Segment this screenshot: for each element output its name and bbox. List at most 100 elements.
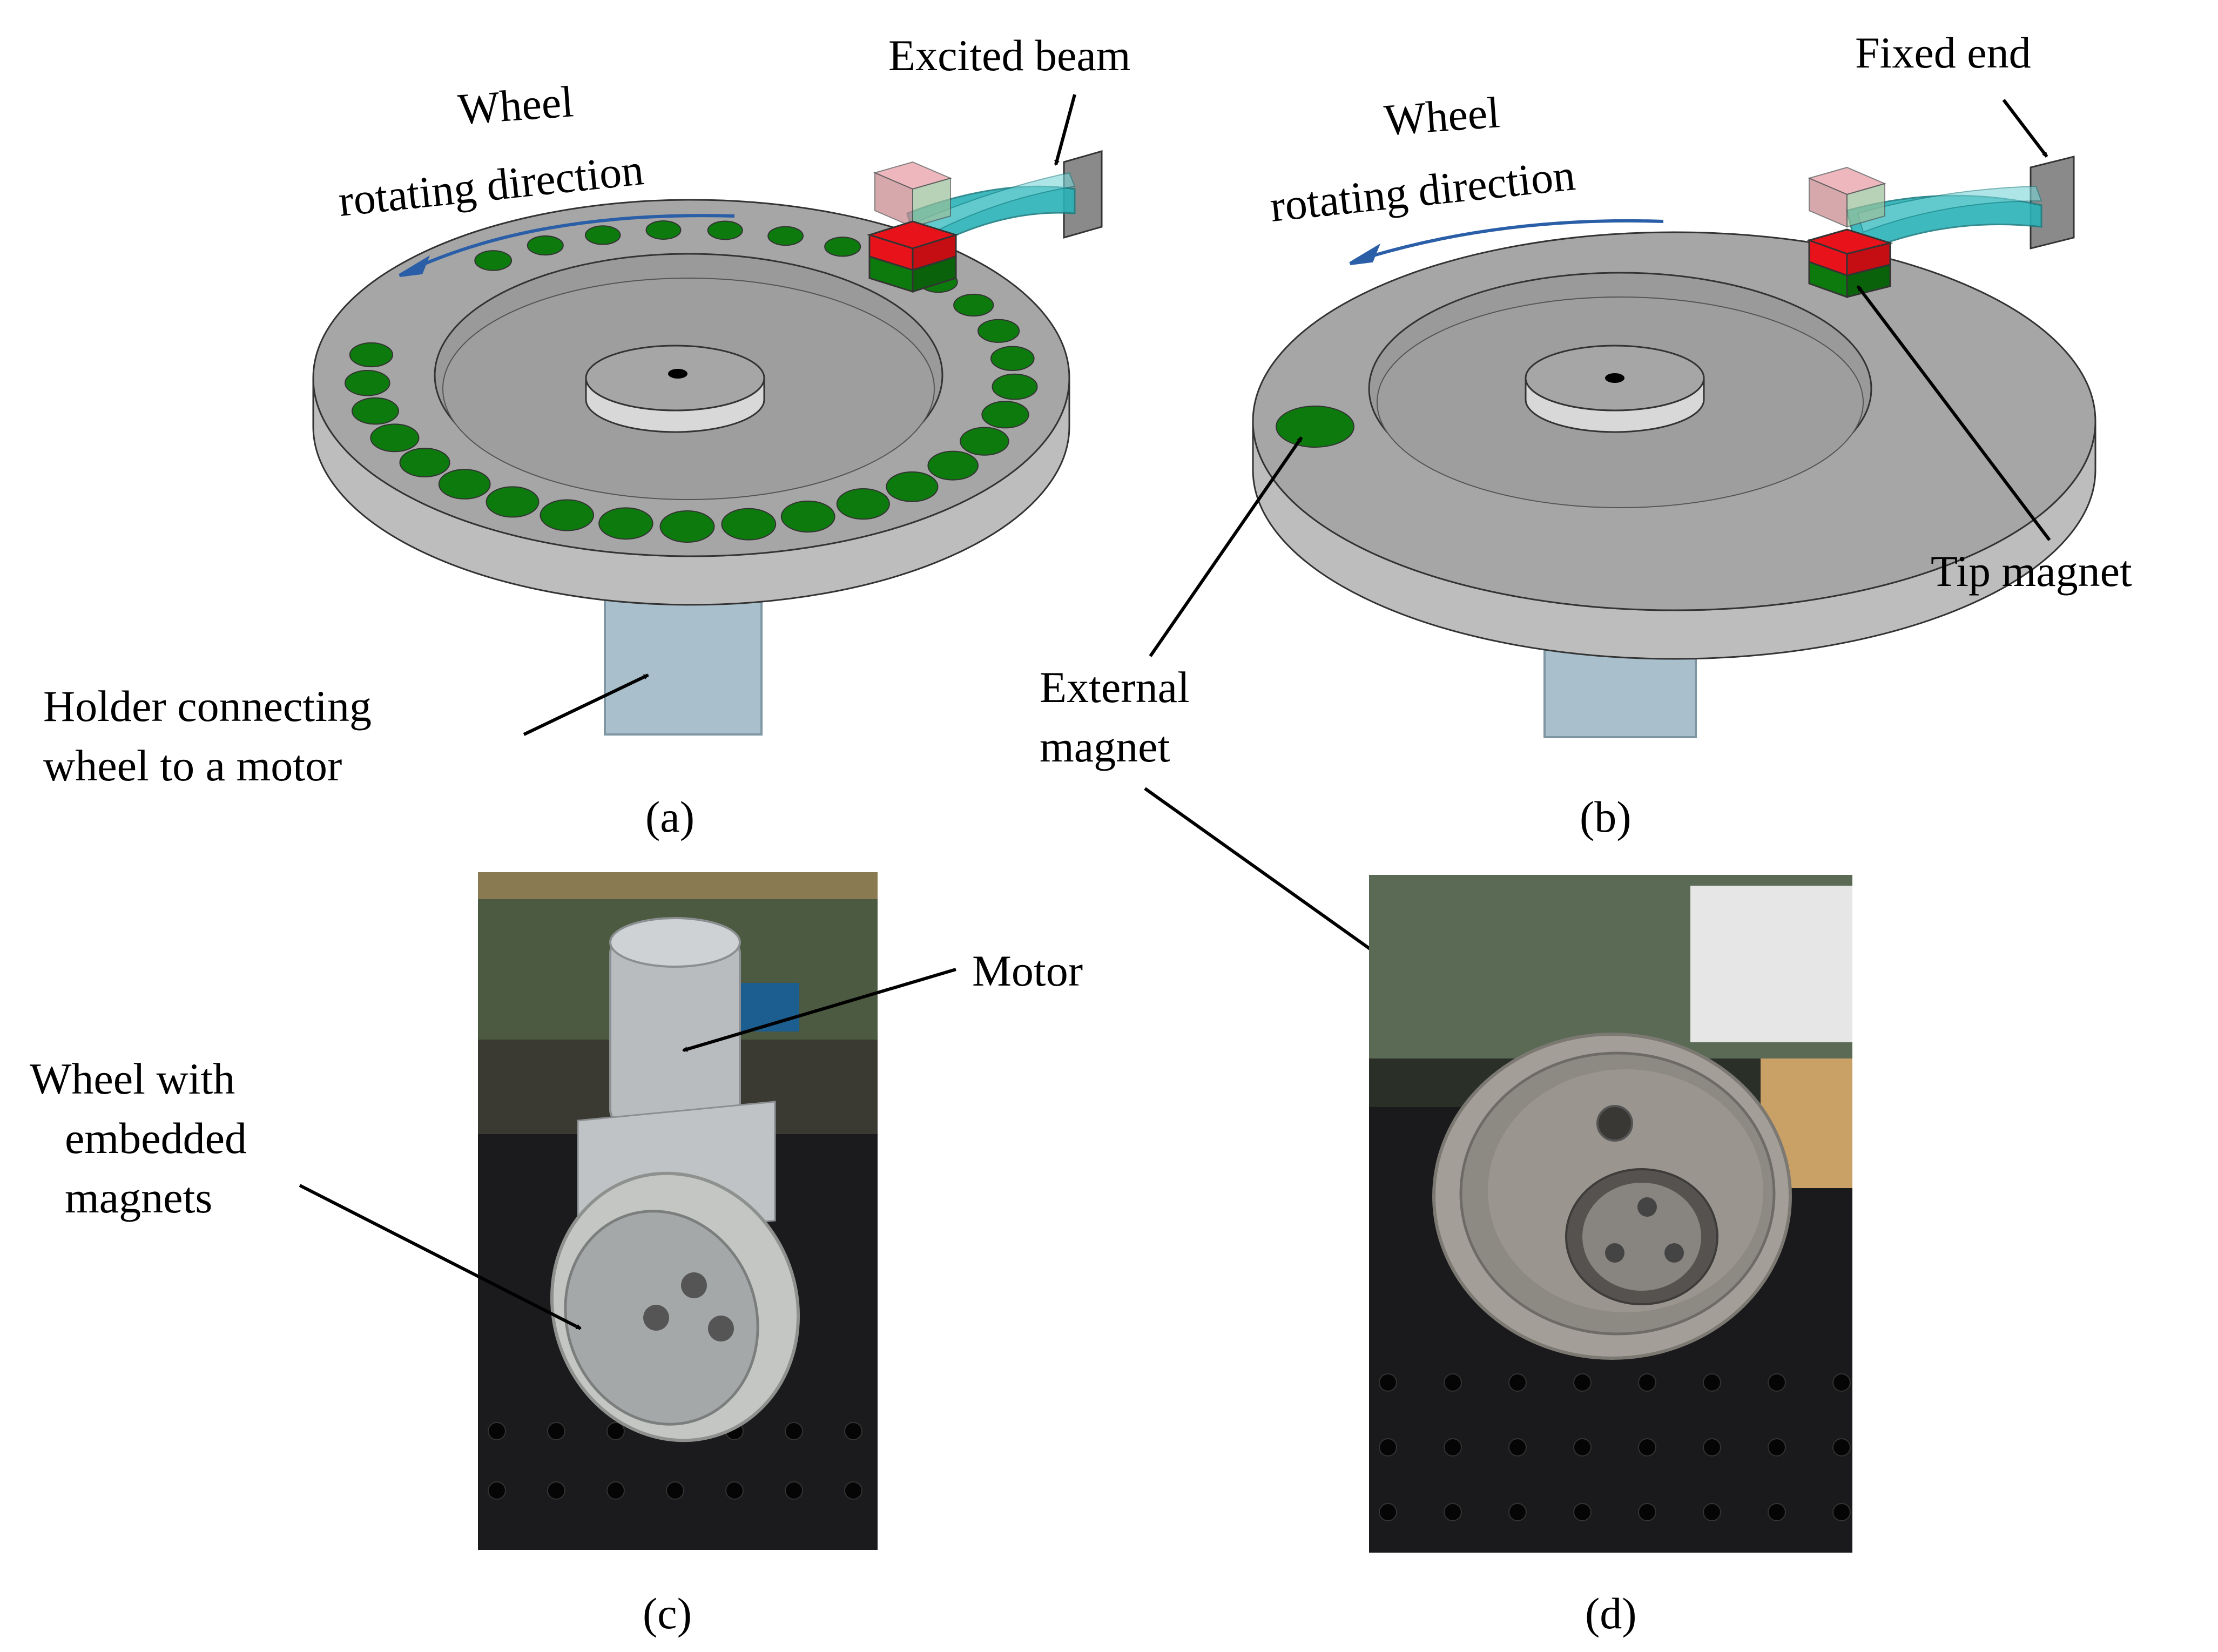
breadboard-hole [1638, 1373, 1656, 1392]
embedded-magnet [953, 293, 994, 317]
panel-d: (d) [1369, 875, 1852, 1638]
embedded-magnet [721, 508, 777, 541]
embedded-magnet [927, 450, 979, 481]
breadboard-hole [1768, 1503, 1786, 1521]
embedded-magnet [960, 427, 1009, 456]
embedded-magnet [659, 510, 715, 543]
breadboard-hole [844, 1481, 862, 1500]
breadboard-hole [1832, 1503, 1851, 1521]
embedded-magnet [349, 342, 394, 368]
holder-label-line1: Holder connecting [43, 682, 372, 731]
embedded-magnet [598, 507, 653, 540]
wheel-label-line1: Wheel with [30, 1054, 235, 1103]
embedded-magnet [474, 250, 513, 271]
breadboard-hole [1832, 1438, 1851, 1457]
caption-b: (b) [1580, 792, 1632, 841]
hub-hole [668, 369, 687, 379]
breadboard-hole [725, 1481, 744, 1500]
embedded-magnet [990, 346, 1035, 371]
fixed-end-label: Fixed end [1855, 28, 2031, 77]
embedded-magnet [399, 448, 450, 477]
breadboard-hole [1573, 1373, 1592, 1392]
breadboard-holes-d [1379, 1373, 1851, 1521]
breadboard-hole [1444, 1503, 1462, 1521]
rotation-label-b-line1: Wheel [1383, 87, 1501, 145]
panel-a: Wheel rotating direction Excited beam Ho… [43, 31, 1131, 841]
embedded-magnet [780, 500, 835, 533]
embedded-magnet [836, 488, 890, 520]
breadboard-hole [547, 1422, 565, 1440]
photo-c [478, 872, 878, 1550]
breadboard-hole [1638, 1503, 1656, 1521]
rotation-arrow-head [399, 255, 430, 277]
breadboard-hole [488, 1481, 506, 1500]
motor-label: Motor [972, 946, 1083, 995]
excited-beam [866, 150, 1103, 293]
embedded-magnets [345, 220, 1038, 543]
embedded-magnet [527, 235, 564, 256]
external-magnet-label-line2: magnet [1040, 722, 1170, 771]
embedded-magnet [824, 237, 861, 257]
breadboard-hole [488, 1422, 506, 1440]
embedded-magnet [584, 225, 621, 245]
beam-pointer [1054, 94, 1076, 166]
breadboard-hole [1638, 1438, 1656, 1457]
embedded-magnet [981, 401, 1029, 429]
embedded-magnet [886, 471, 939, 502]
breadboard-hole [785, 1422, 803, 1440]
rotation-arrow [409, 214, 735, 272]
embedded-magnet [767, 226, 804, 246]
caption-d: (d) [1585, 1589, 1637, 1638]
breadboard-hole [1379, 1438, 1397, 1457]
embedded-magnet [992, 373, 1038, 400]
breadboard-hole [1444, 1373, 1462, 1392]
breadboard-hole [1703, 1373, 1721, 1392]
breadboard-hole [606, 1481, 625, 1500]
embedded-magnet [438, 469, 491, 500]
embedded-magnet [707, 220, 743, 240]
hub-hole-b [1605, 373, 1624, 383]
holder-label-line2: wheel to a motor [43, 741, 342, 790]
breadboard-hole [1379, 1373, 1397, 1392]
embedded-magnet [540, 499, 595, 531]
breadboard-hole [1508, 1438, 1527, 1457]
photo-d [1369, 875, 1852, 1553]
caption-a: (a) [645, 792, 695, 841]
holder-cylinder [604, 582, 763, 736]
embedded-magnet [345, 370, 390, 396]
fixed-end-pointer [2002, 99, 2048, 158]
external-magnet-label-line1: External [1040, 663, 1190, 712]
wheel-label-line3: magnets [65, 1173, 212, 1222]
external-magnet [1276, 406, 1354, 448]
breadboard-hole [606, 1422, 625, 1440]
rotation-label-line1: Wheel [456, 77, 575, 134]
breadboard-hole [1832, 1373, 1851, 1392]
breadboard-hole [1379, 1503, 1397, 1521]
caption-c: (c) [643, 1589, 692, 1638]
embedded-magnet [352, 397, 399, 425]
rotation-label-b-line2: rotating direction [1268, 150, 1577, 231]
excited-beam-b [1806, 156, 2075, 299]
breadboard-hole [1573, 1503, 1592, 1521]
breadboard-hole [1508, 1373, 1527, 1392]
tip-magnet-label: Tip magnet [1931, 547, 2132, 596]
embedded-magnet [370, 423, 420, 453]
breadboard-hole [1703, 1438, 1721, 1457]
breadboard-hole [844, 1422, 862, 1440]
rotation-arrow-head-b [1349, 243, 1381, 265]
breadboard-hole [1444, 1438, 1462, 1457]
rotation-arrow-b [1360, 219, 1664, 261]
breadboard-hole [666, 1481, 684, 1500]
breadboard-hole [547, 1481, 565, 1500]
breadboard-hole [1768, 1373, 1786, 1392]
tip-magnet-pointer [1856, 285, 2051, 541]
excited-beam-label: Excited beam [888, 31, 1131, 80]
breadboard-hole [1508, 1503, 1527, 1521]
wheel-label-line2: embedded [65, 1114, 247, 1163]
external-magnet-pointer [1149, 436, 1303, 657]
embedded-magnet [645, 220, 682, 240]
panel-c: Motor Wheel with embedded magnets (c) [30, 872, 1083, 1638]
breadboard-hole [785, 1481, 803, 1500]
breadboard-hole [1703, 1503, 1721, 1521]
